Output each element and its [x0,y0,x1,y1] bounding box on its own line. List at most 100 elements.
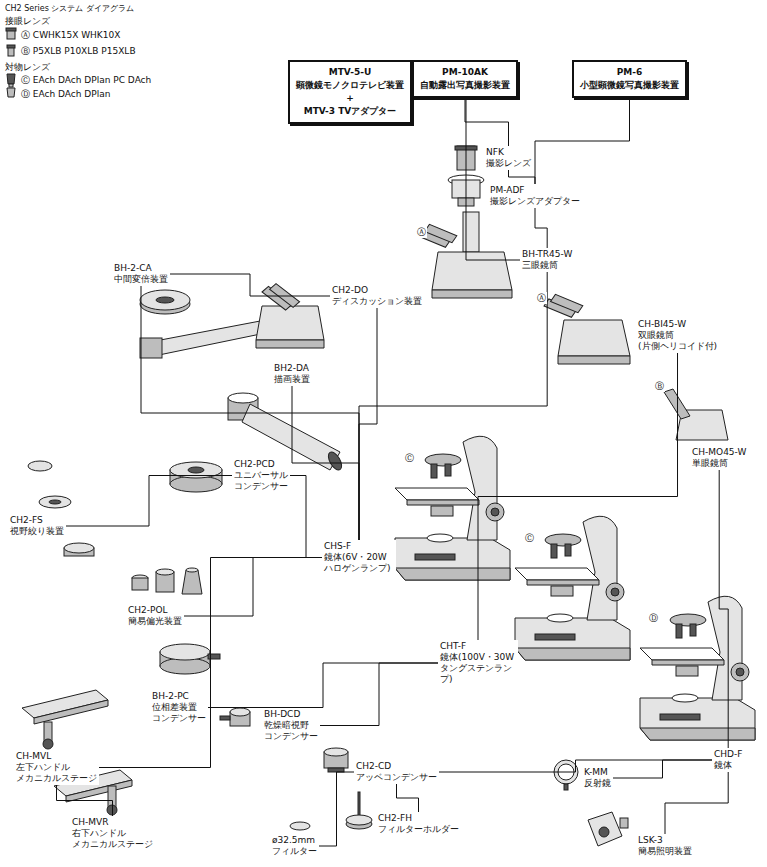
part-name: メカニカルステージ [72,839,153,850]
lens-list-item: 対物レンズ [4,61,51,73]
part-label: CH-MO45-W単眼鏡筒 [690,446,748,470]
part-number: CH-MVL [16,751,97,762]
part-label: PM-ADF撮影レンズアダプター [488,184,582,208]
part-label: CH2-POL簡易偏光装置 [126,604,184,628]
part-name: 双眼鏡筒 [638,330,717,341]
part-label: ø32.5mmフィルター [270,834,319,858]
trinocular-tube [416,212,512,298]
polarizer-set [132,568,202,594]
filter [290,822,310,830]
connector-line [478,353,678,640]
part-name: ユニバーサル [234,470,288,481]
part-label: CH2-CDアッベコンデンサー [354,760,439,784]
part-name: 自動露出写真撮影装置 [420,79,510,92]
lens-callout: Ⓒ [404,452,415,464]
microscope-body [395,436,510,580]
part-number: MTV-5-U [296,66,404,79]
diagram-title: CH2 Series システム ダイアグラム [4,3,135,15]
lens-list-item: Ⓓ EAch DAch DPlan [20,88,111,100]
lens-list-item: Ⓑ P5XLB P10XLB P15XLB [20,45,137,57]
part-number: CH2-FH [378,813,459,824]
connector-line [613,760,712,778]
connector-line [170,274,330,296]
connector-line [208,663,438,708]
part-number: CH2-DO [332,285,422,296]
connector-line [665,772,728,834]
part-label: CHD-F鏡体 [712,748,744,772]
part-label: K-MM反射鏡 [582,766,613,790]
part-label: BH-TR45-W三眼鏡筒 [520,248,574,272]
connector-line [57,785,113,816]
part-name: 鏡体 [714,760,742,771]
illuminator [588,812,628,846]
part-name: 反射鏡 [584,778,611,789]
part-name: 簡易照明装置 [638,846,692,857]
part-name: メカニカルステージ [16,773,97,784]
part-number: CH-MO45-W [692,447,746,458]
connector-line [719,470,728,748]
part-number: BH-TR45-W [522,249,572,260]
part-number: CHT-F [440,641,516,652]
part-name: 乾燥暗視野 [264,720,318,731]
part-name: 撮影レンズアダプター [490,196,580,207]
lens-callout: Ⓒ [524,532,535,544]
connector-line [292,386,359,540]
connector-line [319,772,354,846]
connector-line [465,98,509,146]
part-name: フィルター [272,846,317,857]
connector-line [535,98,630,184]
part-name: (片側ヘリコイド付) [638,341,717,352]
part-name: 簡易偏光装置 [128,616,182,627]
connector-line [141,286,359,540]
connector-line [320,663,438,726]
part-name: 左下ハンドル [16,762,97,773]
part-name: 鏡体(6V・20W ハロゲンランプ) [324,552,394,574]
part-name: コンデンサー [234,481,288,492]
mechanical-stage-left [22,690,108,749]
part-number: LSK-3 [638,835,692,846]
lens-list-item: Ⓐ CWHK15X WHK10X [20,29,121,41]
part-name: 視野絞り装置 [10,526,64,537]
part-label: BH-DCD乾燥暗視野コンデンサー [262,708,320,743]
part-label: CH-MVR右下ハンドルメカニカルステージ [70,816,155,851]
equipment-box: MTV-5-U顕微鏡モノクロテレビ装置+MTV-3 TVアダプター [288,60,412,124]
connector-line [397,784,419,812]
microscope-body [640,596,755,740]
binocular-tube [542,285,630,364]
equipment-box: PM-10AK自動露出写真撮影装置 [412,60,518,98]
connector-line [290,476,322,558]
part-name: 三眼鏡筒 [522,260,572,271]
connector-line [359,308,377,540]
part-number: NFK [486,147,531,158]
part-label: CH-MVL左下ハンドルメカニカルステージ [14,750,99,785]
connector-line [359,272,547,540]
lens-list-item: Ⓒ EAch DAch DPlan PC DAch [20,74,152,86]
part-number: CH-MVR [72,817,153,828]
part-label: CHT-F鏡体(100V・30W タングステンランプ) [438,640,518,686]
part-label: LSK-3簡易照明装置 [636,834,694,858]
microscope-body [515,516,630,660]
part-name: 位相差装置 [152,702,206,713]
connector-line [99,558,322,768]
part-name: コンデンサー [264,731,318,742]
part-number: BH-2-PC [152,691,206,702]
part-name: MTV-3 TVアダプター [296,105,404,118]
lens-callout: Ⓓ [648,612,659,624]
connector-line [439,760,712,772]
part-name: 中間変倍装置 [114,274,168,285]
part-name: 単眼鏡筒 [692,458,746,469]
part-number: PM-6 [580,66,679,79]
part-label: CH2-FHフィルターホルダー [376,812,461,836]
field-diaphragm [28,461,94,556]
part-name: アッベコンデンサー [356,772,437,783]
part-name: フィルターホルダー [378,824,459,835]
connector-line [509,170,536,184]
part-number: BH2-DA [274,363,310,374]
darkfield-condenser [220,708,250,726]
universal-condenser [170,462,222,492]
part-name: 右下ハンドル [72,828,153,839]
connector-line [184,558,322,617]
mirror [554,760,578,790]
